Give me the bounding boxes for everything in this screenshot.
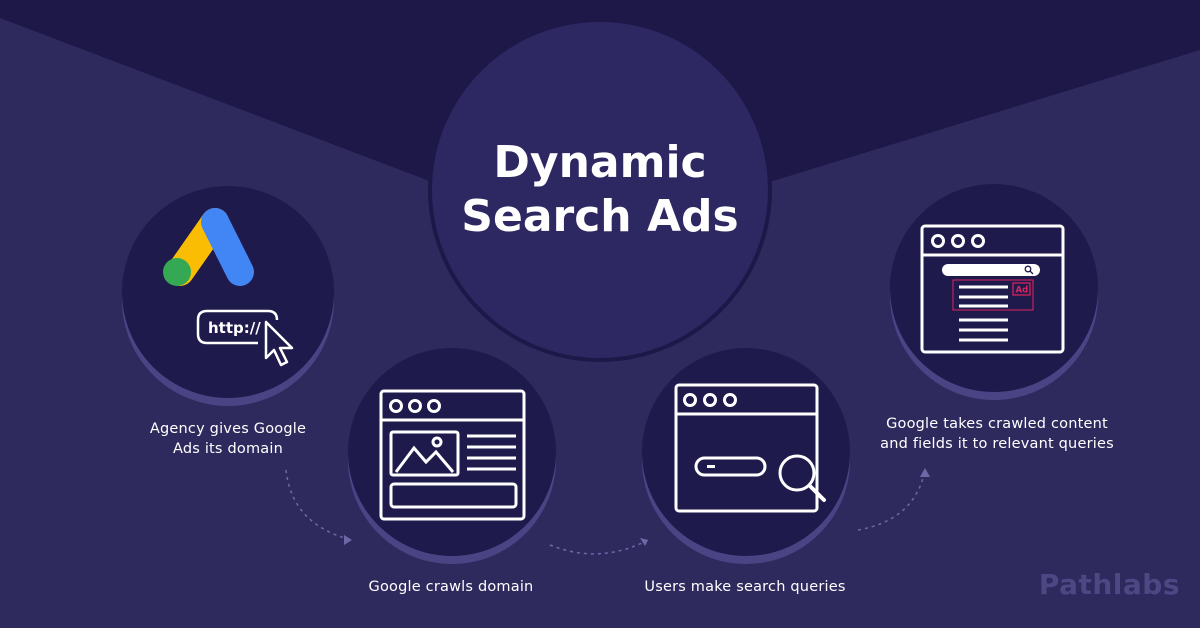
step4-label: Google takes crawled content and fields … xyxy=(866,414,1128,454)
arrow-head-3 xyxy=(920,468,930,477)
ad-badge: Ad xyxy=(1016,286,1029,296)
arrow-head-2 xyxy=(640,538,648,546)
step1-label: Agency gives Google Ads its domain xyxy=(118,419,338,459)
step4-label-line2: and fields it to relevant queries xyxy=(880,436,1114,452)
step1-label-line2: Ads its domain xyxy=(172,441,283,457)
webpage-icon xyxy=(379,389,526,521)
cursor-arrow-icon xyxy=(264,320,294,367)
step4-label-line1: Google takes crawled content xyxy=(886,416,1108,432)
arrow-head-1 xyxy=(344,535,352,545)
arrow-step1-to-step2 xyxy=(285,469,353,541)
step3-circle xyxy=(642,348,850,564)
arrow-step2-to-step3 xyxy=(549,539,649,555)
title-line-2: Search Ads xyxy=(461,191,739,242)
url-box-icon xyxy=(196,309,279,345)
page-title: Dynamic Search Ads xyxy=(430,136,770,244)
step2-label: Google crawls domain xyxy=(368,579,534,595)
center-circle xyxy=(428,18,772,362)
arrow-step3-to-step4 xyxy=(857,469,926,531)
url-text: http:// xyxy=(208,319,261,337)
search-results-icon xyxy=(920,224,1065,354)
google-ads-logo-icon xyxy=(163,208,254,286)
pathlabs-logo: Pathlabs xyxy=(1038,568,1180,601)
step3-label: Users make search queries xyxy=(644,579,846,595)
step1-label-line1: Agency gives Google xyxy=(149,421,307,437)
search-window-icon xyxy=(674,383,826,513)
title-line-1: Dynamic xyxy=(493,137,707,188)
